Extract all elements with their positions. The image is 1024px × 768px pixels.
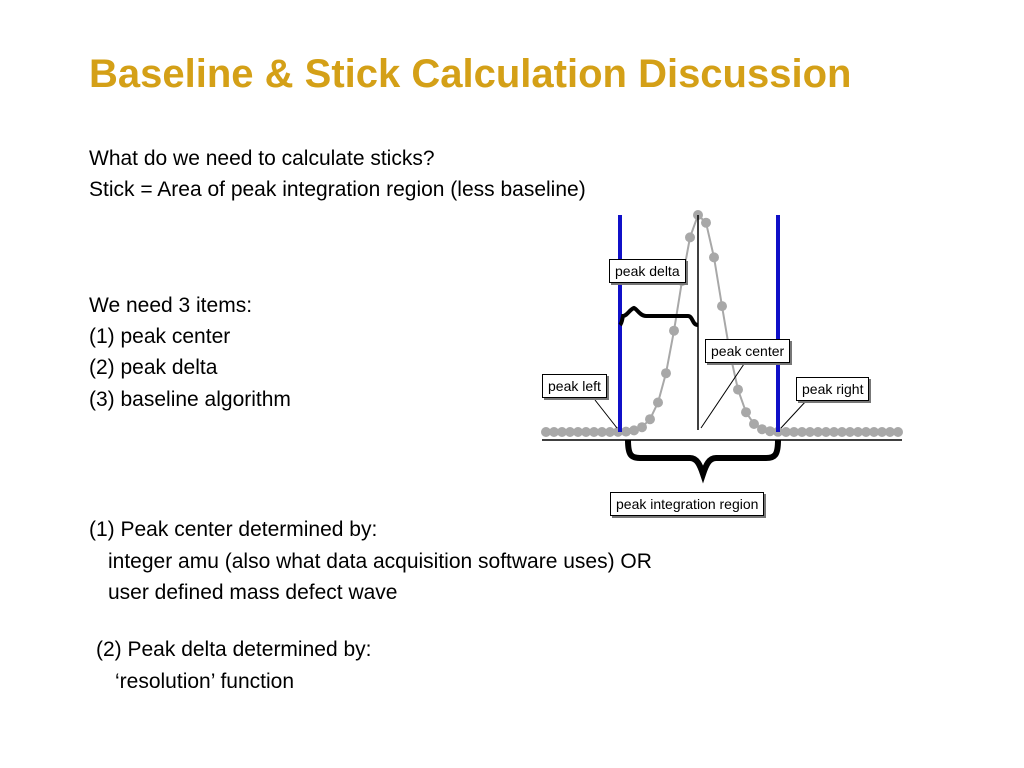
peak-center-label: peak center (705, 339, 791, 363)
slide-title: Baseline & Stick Calculation Discussion (89, 52, 852, 96)
item-baseline-algorithm: (3) baseline algorithm (89, 388, 291, 411)
integration-region-brace (625, 439, 781, 484)
peak-center-pointer (700, 363, 745, 429)
data-point (861, 427, 871, 437)
peak-delta-label: peak delta (609, 259, 686, 283)
intro-line-1: What do we need to calculate sticks? (89, 147, 435, 170)
data-points (541, 210, 903, 437)
intro-line-2: Stick = Area of peak integration region … (89, 178, 586, 201)
item-peak-center: (1) peak center (89, 325, 231, 348)
peak-left-label: peak left (542, 374, 607, 398)
center-section-heading: (1) Peak center determined by: (89, 518, 378, 541)
peak-left-pointer (594, 399, 618, 429)
data-point (853, 427, 863, 437)
data-point (549, 427, 559, 437)
data-point (829, 427, 839, 437)
peak-delta-brace (618, 305, 699, 327)
data-point (821, 427, 831, 437)
data-point (893, 427, 903, 437)
delta-section-line-1: ‘resolution’ function (115, 670, 294, 693)
data-point (869, 427, 879, 437)
peak-right-pointer (780, 400, 807, 429)
data-point (845, 427, 855, 437)
integration-region-label: peak integration region (610, 492, 765, 516)
data-point (557, 427, 567, 437)
data-point (565, 427, 575, 437)
center-section-line-1: integer amu (also what data acquisition … (108, 550, 652, 573)
data-point (541, 427, 551, 437)
data-point (805, 427, 815, 437)
data-point (877, 427, 887, 437)
data-point (813, 427, 823, 437)
peak-right-label: peak right (796, 377, 870, 401)
data-point (837, 427, 847, 437)
data-point (885, 427, 895, 437)
item-peak-delta: (2) peak delta (89, 356, 218, 379)
data-point (581, 427, 591, 437)
data-point (589, 427, 599, 437)
data-point (573, 427, 583, 437)
data-point (797, 427, 807, 437)
delta-section-heading: (2) Peak delta determined by: (96, 638, 372, 661)
items-heading: We need 3 items: (89, 294, 253, 317)
center-section-line-2: user defined mass defect wave (108, 581, 398, 604)
